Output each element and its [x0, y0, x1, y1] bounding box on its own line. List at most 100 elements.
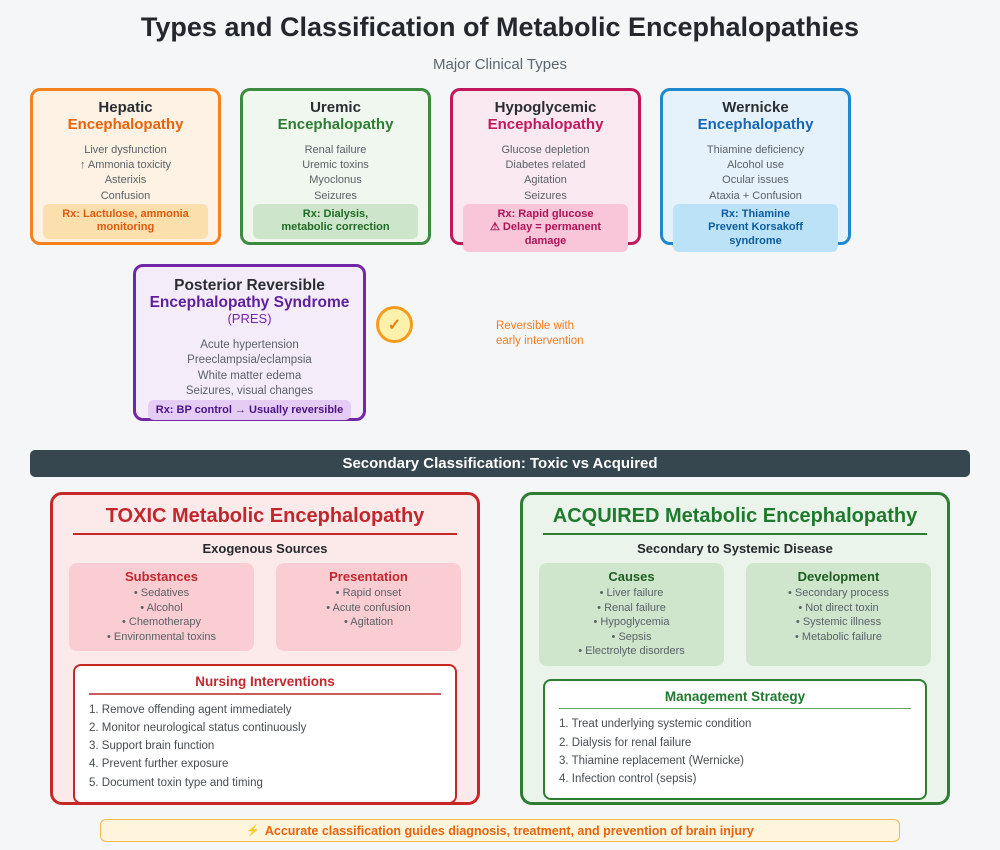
numbered-list: Treat underlying systemic condition Dial…	[559, 715, 911, 788]
bullet-item: Secondary process	[752, 586, 925, 601]
feature-line: Agitation	[524, 174, 567, 187]
bullet-item: Rapid onset	[282, 586, 455, 601]
rx-line: Rx: Thiamine	[720, 207, 791, 220]
bullet-item: Chemotherapy	[75, 615, 248, 630]
panel-header: Nursing Interventions	[195, 674, 335, 690]
causes-column: Causes Liver failure Renal failure Hypog…	[539, 563, 724, 666]
feature-list: Glucose depletion Diabetes related Agita…	[453, 143, 638, 204]
card-accent-title: Encephalopathy	[277, 116, 394, 133]
feature-line: Thiamine deficiency	[706, 144, 805, 156]
numbered-item: Prevent further exposure	[101, 758, 229, 771]
numbered-item: Document toxin type and timing	[101, 776, 263, 789]
column-header: Substances	[125, 569, 198, 584]
feature-line: Myoclonus	[309, 174, 362, 187]
column-header: Presentation	[329, 569, 408, 584]
numbered-item: Thiamine replacement (Wernicke)	[571, 754, 744, 767]
panel-header: Management Strategy	[664, 688, 806, 704]
feature-line: Confusion	[100, 189, 151, 202]
toxic-divider	[73, 533, 457, 535]
toxic-title: TOXIC Metabolic Encephalopathy	[105, 505, 425, 527]
feature-line: Uremic toxins	[302, 159, 369, 172]
note-line: early intervention	[496, 334, 584, 347]
bullet-item: Environmental toxins	[75, 630, 248, 645]
reversible-note: Reversible with early intervention	[496, 319, 584, 348]
check-circle-badge: ✓	[376, 306, 413, 343]
presentation-column: Presentation Rapid onset Acute confusion…	[276, 563, 461, 652]
acquired-title: ACQUIRED Metabolic Encephalopathy	[552, 505, 918, 527]
acquired-divider	[543, 533, 927, 535]
toxic-section: TOXIC Metabolic Encephalopathy Exogenous…	[50, 492, 480, 805]
pres-title-line1: Posterior Reversible	[174, 277, 325, 294]
card-title: Uremic	[310, 99, 361, 116]
rx-badge: Rx: Lactulose, ammonia monitoring	[43, 203, 208, 239]
card-accent-title: Encephalopathy	[67, 116, 184, 133]
feature-line: Liver dysfunction	[84, 144, 167, 156]
bullet-item: Not direct toxin	[752, 601, 925, 616]
hepatic-card: Hepatic Encephalopathy Liver dysfunction…	[30, 88, 221, 245]
bullet-item: Acute confusion	[282, 601, 455, 616]
footer-banner: ⚡ Accurate classification guides diagnos…	[100, 819, 900, 842]
hypoglycemic-card: Hypoglycemic Encephalopathy Glucose depl…	[450, 88, 641, 253]
substances-column: Substances Sedatives Alcohol Chemotherap…	[69, 563, 254, 652]
rx-line: Prevent Korsakoff	[708, 221, 803, 234]
feature-line: Acute hypertension	[200, 339, 299, 351]
rx-line: Rx: BP control → Usually reversible	[155, 403, 344, 416]
feature-line: Diabetes related	[505, 159, 586, 172]
rx-line: Rx: Dialysis,	[302, 207, 369, 220]
acquired-columns: Causes Liver failure Renal failure Hypog…	[523, 563, 947, 666]
column-header: Causes	[608, 569, 655, 584]
feature-line: Glucose depletion	[501, 144, 590, 156]
rx-line: Rx: Lactulose, ammonia	[62, 207, 189, 220]
feature-line: Asterixis	[104, 174, 147, 187]
rx-badge: Rx: Dialysis, metabolic correction	[253, 203, 418, 239]
bullet-item: Electrolyte disorders	[545, 644, 718, 659]
clinical-types-row: Hepatic Encephalopathy Liver dysfunction…	[30, 88, 851, 253]
card-title: Hepatic	[98, 99, 153, 116]
toxic-columns: Substances Sedatives Alcohol Chemotherap…	[53, 563, 477, 652]
section-header-label: Secondary Classification: Toxic vs Acqui…	[342, 455, 658, 472]
feature-line: Seizures, visual changes	[185, 385, 314, 398]
page-subtitle: Major Clinical Types	[433, 56, 567, 73]
pres-abbreviation: (PRES)	[227, 311, 272, 326]
toxic-subtitle: Exogenous Sources	[202, 541, 328, 556]
numbered-item: Remove offending agent immediately	[101, 703, 292, 716]
card-accent-title: Encephalopathy	[697, 116, 814, 133]
acquired-subtitle: Secondary to Systemic Disease	[637, 541, 833, 556]
pres-feature-list: Acute hypertension Preeclampsia/eclampsi…	[136, 338, 363, 400]
wernicke-card: Wernicke Encephalopathy Thiamine deficie…	[660, 88, 851, 253]
pres-card: Posterior Reversible Encephalopathy Synd…	[133, 264, 366, 421]
section-header-bar: Secondary Classification: Toxic vs Acqui…	[30, 450, 970, 477]
panel-divider	[559, 707, 911, 710]
rx-badge: Rx: Rapid glucose ⚠ Delay = permanent da…	[463, 203, 628, 253]
rx-line: syndrome	[729, 234, 782, 247]
feature-line: Seizures	[314, 189, 357, 202]
footer-text: Accurate classification guides diagnosis…	[264, 823, 754, 838]
bullet-item: Systemic illness	[752, 615, 925, 630]
bullet-item: Liver failure	[545, 586, 718, 601]
column-header: Development	[797, 569, 880, 584]
feature-line: Seizures	[524, 189, 567, 202]
rx-line: monitoring	[96, 221, 155, 234]
rx-line: Rx: Rapid glucose	[497, 207, 594, 220]
rx-line: damage	[524, 234, 567, 247]
rx-badge: Rx: BP control → Usually reversible	[148, 399, 351, 420]
acquired-section: ACQUIRED Metabolic Encephalopathy Second…	[520, 492, 950, 805]
numbered-item: Treat underlying systemic condition	[571, 718, 752, 731]
pres-title-line2: Encephalopathy Syndrome	[149, 294, 350, 311]
lightning-icon: ⚡	[246, 825, 260, 837]
feature-list: Renal failure Uremic toxins Myoclonus Se…	[243, 143, 428, 204]
bullet-item: Agitation	[282, 615, 455, 630]
card-title: Wernicke	[722, 99, 789, 116]
numbered-item: Dialysis for renal failure	[571, 736, 692, 749]
feature-line: Renal failure	[304, 144, 367, 156]
management-strategy-panel: Management Strategy Treat underlying sys…	[543, 678, 927, 801]
numbered-item: Monitor neurological status continuously	[101, 722, 307, 735]
rx-line: ⚠ Delay = permanent	[489, 221, 602, 234]
rx-line: metabolic correction	[281, 221, 390, 234]
rx-badge: Rx: Thiamine Prevent Korsakoff syndrome	[673, 203, 838, 253]
numbered-item: Infection control (sepsis)	[571, 773, 697, 786]
card-title: Hypoglycemic	[494, 99, 597, 116]
feature-line: Preeclampsia/eclampsia	[187, 354, 312, 367]
feature-line: ↑ Ammonia toxicity	[79, 159, 172, 172]
page-title: Types and Classification of Metabolic En…	[140, 12, 860, 42]
